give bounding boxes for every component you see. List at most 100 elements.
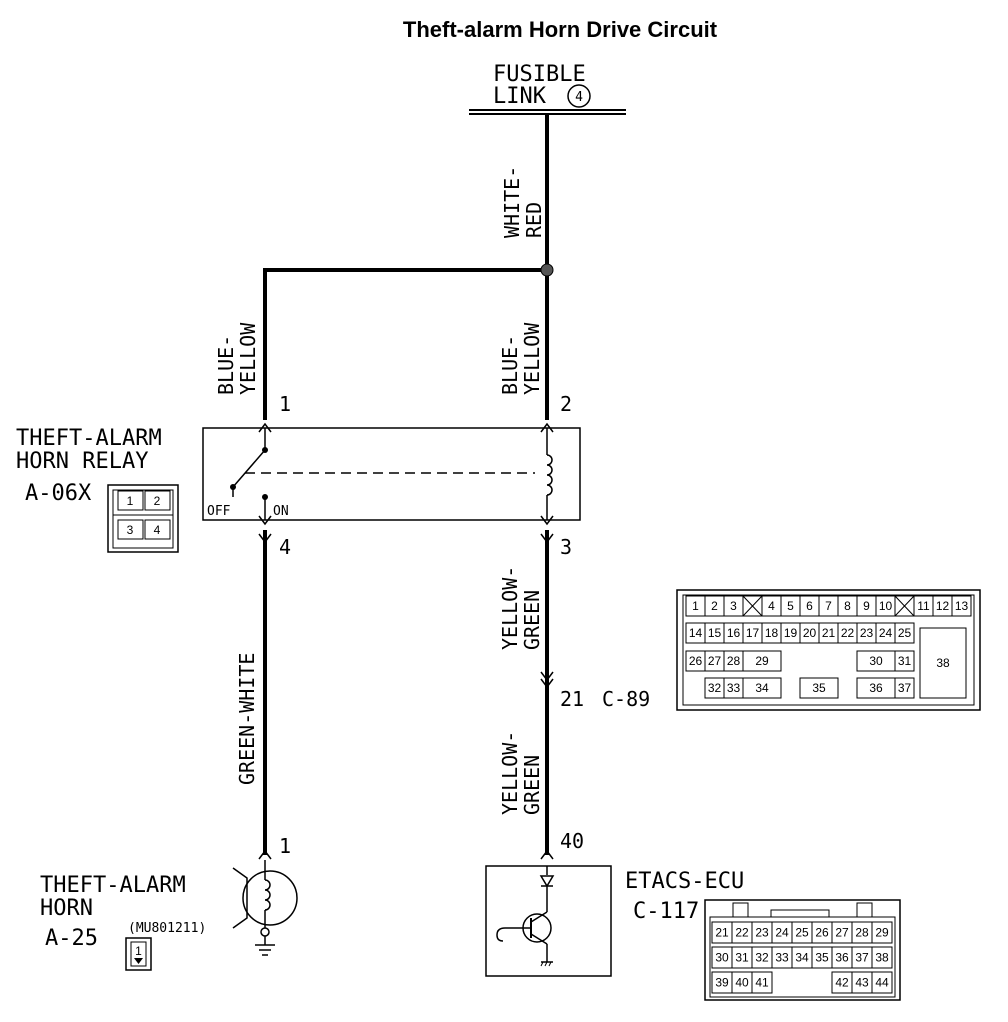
relay-pin-3-arrow	[540, 515, 554, 526]
c117-pin-label: 26	[815, 926, 829, 940]
c89-outer	[676, 589, 981, 711]
horn-connector-face: 1	[125, 937, 152, 971]
relay-pin-3-arrow-out	[540, 533, 554, 544]
c117-pin-cell	[751, 971, 773, 994]
c117-pin-label: 39	[715, 976, 729, 990]
wire-label-right-mid-1: YELLOW-	[498, 566, 522, 650]
c89-pin-label: 26	[689, 654, 703, 668]
intermediate-connector-c89: 21 C-89	[540, 671, 650, 711]
c89-pin-label: 16	[727, 626, 741, 640]
wire-label-left-upper-2: YELLOW	[236, 322, 260, 395]
c89-pin-label: 13	[955, 599, 969, 613]
etacs-ecu: 40	[485, 829, 612, 977]
c117-outer	[704, 899, 901, 1001]
c117-pin-label: 38	[875, 951, 889, 965]
c89-pin-label: 22	[841, 626, 855, 640]
ecu-pin-arrow	[540, 849, 554, 860]
relay-name-line2: HORN RELAY	[16, 449, 148, 474]
relay-connector-outer	[107, 484, 179, 553]
c89-code: C-89	[602, 687, 650, 711]
c89-pin-label: 29	[755, 654, 769, 668]
wire-label-top-2: RED	[522, 202, 546, 238]
horn-connector-inner	[130, 941, 147, 967]
c89-pin-label: 17	[746, 626, 760, 640]
c117-key-right	[856, 902, 873, 918]
c117-pin-cell	[871, 971, 893, 994]
transistor-collector	[530, 911, 548, 923]
relay-cell-4-label: 4	[154, 523, 161, 537]
relay-cell-4	[144, 519, 171, 540]
c117-pin-label: 42	[835, 976, 849, 990]
relay-name-line1: THEFT-ALARM	[16, 426, 162, 451]
c117-pin-label: 22	[735, 926, 749, 940]
wiring	[263, 114, 554, 855]
c89-pin-label: 11	[917, 599, 930, 613]
c117-pin-label: 43	[855, 976, 869, 990]
c117-pin-label: 21	[715, 926, 729, 940]
c89-pin-label: 6	[806, 599, 813, 613]
horn-part-number: (MU801211)	[128, 921, 206, 936]
relay-connector-inner	[112, 489, 174, 549]
c89-pin-label: 14	[689, 626, 703, 640]
fusible-link-number-circle	[567, 84, 591, 108]
c89-pin-label: 25	[898, 626, 912, 640]
horn-pin-arrow	[258, 849, 272, 860]
relay-cell-2	[144, 490, 171, 511]
relay-pin-1-arrow	[258, 422, 272, 433]
c89-pin-label: 21	[822, 626, 836, 640]
fusible-link-label: FUSIBLE	[493, 62, 586, 87]
ecu-pin: 40	[560, 829, 584, 853]
relay-pin-3: 3	[560, 535, 572, 559]
diagram-title: Theft-alarm Horn Drive Circuit	[403, 17, 718, 42]
relay-cell-3-label: 3	[127, 523, 134, 537]
fusible-link: FUSIBLE LINK 4	[469, 62, 626, 115]
ecu-box	[485, 865, 612, 977]
c89-pin: 21	[560, 687, 584, 711]
horn-body	[242, 870, 298, 926]
relay-off-label: OFF	[207, 504, 231, 519]
horn-ground-terminal	[260, 927, 270, 937]
c89-pin-label: 10	[879, 599, 893, 613]
c117-pin-cell	[871, 946, 893, 969]
relay-cell-1-label: 1	[127, 494, 134, 508]
c117-pin-cell	[871, 921, 893, 944]
c89-pin-label: 1	[692, 599, 699, 613]
horn-connector-key-icon	[134, 958, 143, 964]
c117-pin-label: 29	[875, 926, 889, 940]
c117-pin-label: 31	[735, 951, 749, 965]
c89-pin-label: 33	[727, 681, 741, 695]
relay-code: A-06X	[25, 481, 92, 506]
c89-pin-label: 18	[765, 626, 779, 640]
relay-pin-4-arrow-out	[258, 533, 272, 544]
switch-arm	[232, 449, 266, 488]
c117-pin-label: 23	[755, 926, 769, 940]
relay-pin-1: 1	[279, 392, 291, 416]
c89-pin-label: 19	[784, 626, 798, 640]
transistor-emitter	[530, 933, 548, 945]
c117-pin-label: 24	[775, 926, 789, 940]
relay-cell-2-label: 2	[154, 494, 161, 508]
c89-pin-cell	[894, 677, 915, 699]
c89-pin-label: 8	[844, 599, 851, 613]
c89-pin-label: 7	[825, 599, 832, 613]
wire-labels: WHITE- RED BLUE- YELLOW BLUE- YELLOW GRE…	[214, 166, 546, 815]
theft-alarm-horn: 1	[232, 834, 298, 956]
c89-pin-label: 5	[787, 599, 794, 613]
c117-pin-label: 41	[755, 976, 769, 990]
c89-arrow-top	[540, 671, 554, 682]
c89-pin-label: 38	[936, 656, 950, 670]
c89-pin-label: 37	[898, 681, 912, 695]
c89-pin-cell	[742, 677, 782, 699]
wire-label-right-upper-1: BLUE-	[498, 335, 522, 395]
relay-cell-1	[117, 490, 144, 511]
c117-pin-label: 44	[875, 976, 889, 990]
horn-code: A-25	[45, 926, 98, 951]
horn-name-line1: THEFT-ALARM	[40, 873, 186, 898]
c89-inner	[682, 594, 975, 706]
ecu-name: ETACS-ECU	[625, 869, 744, 894]
c117-pin-label: 30	[715, 951, 729, 965]
c117-pin-label: 33	[775, 951, 789, 965]
ecu-ground-hatch-1	[540, 961, 544, 967]
